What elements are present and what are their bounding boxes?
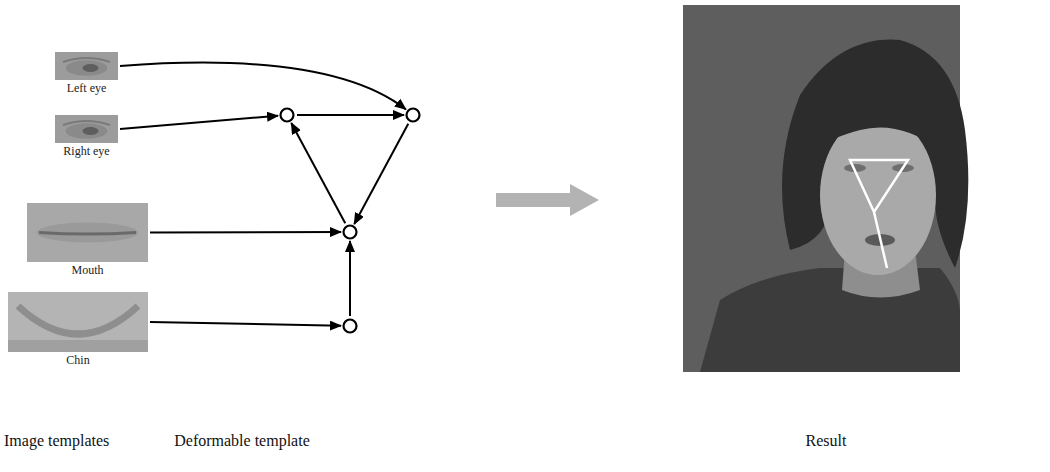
- node-circle: [342, 224, 358, 240]
- image-template: Mouth: [27, 203, 148, 277]
- image-template: Right eye: [55, 115, 118, 158]
- template-label: Left eye: [55, 81, 118, 95]
- image-template: Chin: [8, 292, 148, 367]
- connector-arrow: [297, 114, 404, 116]
- connector-arrow: [354, 124, 408, 224]
- template-patch: [55, 52, 118, 80]
- template-label: Mouth: [27, 263, 148, 277]
- connector-arrow: [150, 231, 341, 233]
- node-circle: [405, 107, 421, 123]
- template-node: [279, 107, 295, 123]
- connector-arrow: [349, 241, 351, 316]
- flow-arrow: [496, 184, 599, 216]
- template-node: [342, 224, 358, 240]
- connector-arrow: [120, 63, 406, 110]
- caption-label: Image templates: [4, 431, 144, 451]
- connector-arrow: [120, 116, 278, 129]
- caption-label: Deformable template: [142, 431, 342, 451]
- connector-arrow: [291, 123, 345, 223]
- image-template: Left eye: [55, 52, 118, 95]
- template-node: [405, 107, 421, 123]
- template-patch: [55, 115, 118, 143]
- template-patch: [27, 203, 148, 262]
- node-circle: [342, 318, 358, 334]
- caption-label: Result: [766, 431, 886, 451]
- template-label: Right eye: [55, 144, 118, 158]
- template-node: [342, 318, 358, 334]
- connector-arrow: [150, 322, 341, 326]
- node-circle: [279, 107, 295, 123]
- template-label: Chin: [8, 353, 148, 367]
- template-patch: [8, 292, 148, 352]
- result-photo: [683, 5, 968, 372]
